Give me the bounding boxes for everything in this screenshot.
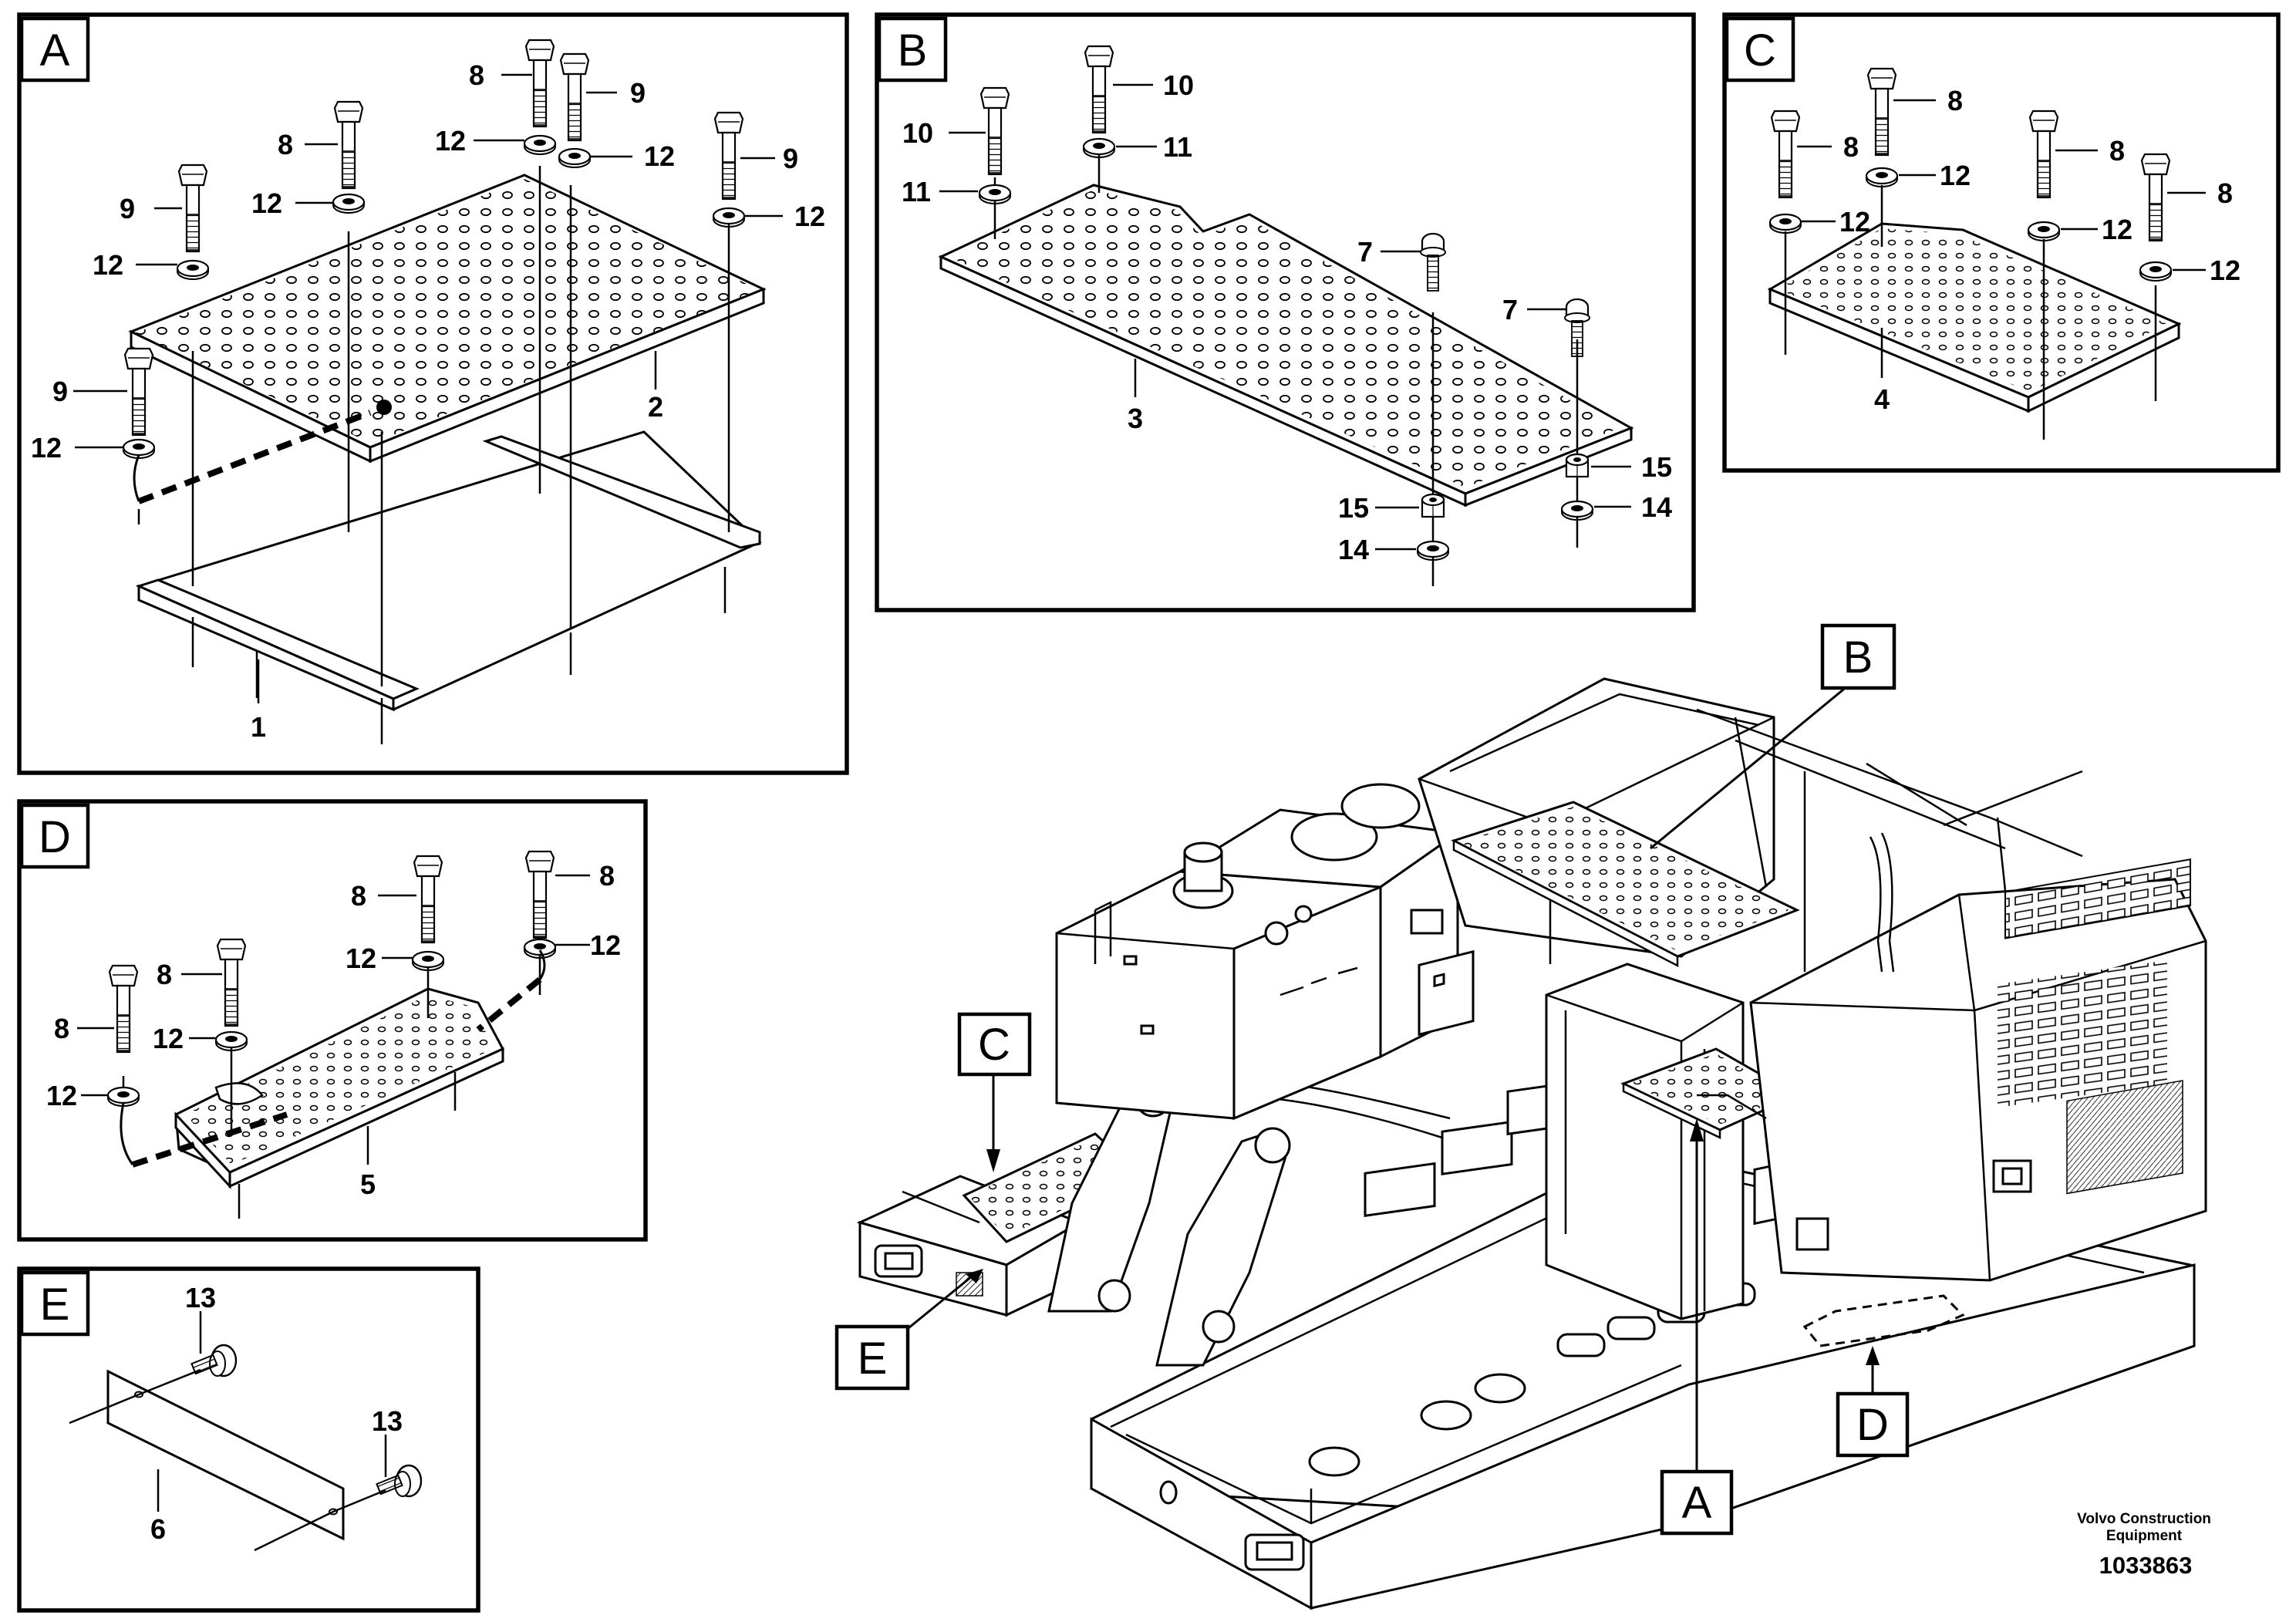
callout-b-9: 15: [1338, 492, 1369, 524]
button-screw-top: [190, 1344, 238, 1378]
frame-rails: [135, 430, 762, 744]
panel-a-frame: [17, 12, 849, 775]
callout-b-7: 3: [1128, 403, 1143, 434]
callout-a-9: 12: [251, 187, 282, 219]
company-name-line1: Volvo Construction: [2077, 1511, 2211, 1527]
callout-b-4: 11: [1163, 131, 1192, 163]
callout-c-9: 4: [1874, 383, 1890, 415]
callout-a-13: 2: [648, 391, 663, 423]
callout-a-8: 12: [794, 201, 825, 232]
panel-b-tag: [877, 16, 948, 83]
callout-b-1: 10: [902, 117, 933, 149]
callout-c-1: 8: [1843, 131, 1859, 163]
overview-plate-a: [1620, 1047, 1800, 1139]
overview-tag-c-box: [957, 1012, 1032, 1077]
panel-c-frame: [1722, 12, 2281, 473]
callout-d-9: 5: [360, 1168, 376, 1200]
callout-d-7: 12: [346, 943, 376, 974]
company-name-line2: Equipment: [2106, 1528, 2183, 1544]
callout-d-5: 12: [46, 1080, 77, 1111]
callout-b-6: 7: [1502, 294, 1518, 325]
callout-b-10: 14: [1641, 491, 1672, 523]
callout-a-14: 9: [52, 376, 68, 407]
callout-c-7: 12: [2102, 214, 2132, 245]
callout-a-3: 8: [469, 59, 484, 91]
callout-c-5: 12: [1839, 206, 1870, 238]
overview-tag-b-letter: B: [1843, 632, 1873, 683]
callout-e-2: 13: [372, 1405, 403, 1437]
overview-tag-a: A: [1660, 1118, 1734, 1536]
panel-c-letter: C: [1744, 25, 1776, 76]
panel-b-letter: B: [898, 25, 928, 76]
drawing-number: 1033863: [2099, 1552, 2193, 1579]
panel-e-tag: [19, 1270, 90, 1337]
callout-a-1: 9: [120, 193, 135, 224]
panel-a-tag: [19, 16, 90, 83]
callout-a-7: 9: [783, 143, 798, 174]
overview-tag-d-letter: D: [1856, 1400, 1889, 1450]
floor-plate-b: [938, 184, 1634, 508]
floor-plate-c: [1767, 222, 2182, 413]
callout-c-6: 12: [1940, 160, 1971, 191]
overview-tag-c: C: [957, 1012, 1032, 1172]
callout-e-1: 13: [185, 1282, 216, 1313]
panel-e-letter: E: [40, 1280, 70, 1330]
callout-b-5: 7: [1357, 236, 1373, 268]
overview-tag-a-letter: A: [1682, 1478, 1712, 1528]
panel-d: D 8 8: [17, 799, 648, 1242]
callout-d-2: 8: [157, 959, 172, 990]
callout-c-2: 8: [1947, 85, 1963, 116]
panel-c: C 8 8 8 8 12 12 12 1: [1722, 12, 2281, 473]
panel-d-tag: [19, 803, 90, 869]
excavator-upper-frame-overview: [856, 677, 2207, 1610]
callout-d-1: 8: [54, 1013, 69, 1044]
callout-c-4: 8: [2217, 177, 2233, 209]
callout-b-8: 15: [1641, 451, 1672, 483]
callout-e-3: 6: [150, 1513, 166, 1545]
panel-b-frame: [875, 12, 1696, 612]
panel-e: E 13 13 6: [17, 1266, 480, 1613]
callout-b-2: 10: [1163, 69, 1194, 101]
overview-tag-a-box: [1660, 1469, 1734, 1536]
panel-b: B 10 10 11 11: [875, 12, 1696, 612]
overview-tag-b-box: [1820, 623, 1896, 690]
callout-d-6: 12: [153, 1023, 184, 1054]
callout-d-3: 8: [351, 880, 366, 912]
callout-c-8: 12: [2210, 255, 2240, 286]
callout-a-6: 9: [630, 77, 646, 109]
overview-tag-d: D: [1836, 1346, 1910, 1458]
footer: Volvo Construction Equipment 1033863: [2077, 1511, 2211, 1579]
panel-c-tag: [1725, 16, 1795, 83]
overview-plate-b: [1451, 801, 1800, 968]
panel-d-letter: D: [39, 812, 71, 862]
overview-tag-d-box: [1836, 1391, 1910, 1458]
callout-d-8: 12: [590, 929, 621, 961]
callout-a-2: 8: [278, 129, 293, 160]
callout-a-5: 12: [644, 140, 675, 172]
callout-a-16: 1: [251, 711, 266, 743]
panel-a: A: [17, 12, 849, 775]
panel-a-letter: A: [40, 25, 70, 76]
callout-c-3: 8: [2109, 135, 2125, 167]
overview-tag-e-letter: E: [858, 1334, 888, 1384]
cover-plate-e: [106, 1369, 345, 1541]
callout-a-4: 12: [435, 125, 466, 157]
overview-tag-e-box: [834, 1324, 910, 1391]
button-screw-bottom: [376, 1464, 423, 1498]
overview-tag-c-letter: C: [978, 1020, 1010, 1070]
panel-e-frame: [17, 1266, 480, 1613]
overview-tag-e: E: [834, 1269, 983, 1391]
callout-a-11: 12: [31, 432, 62, 464]
callout-b-11: 14: [1338, 534, 1369, 565]
callout-a-10: 12: [93, 249, 123, 281]
panel-d-frame: [17, 799, 648, 1242]
callout-b-3: 11: [902, 176, 931, 207]
overview-tag-b: B: [1650, 623, 1896, 850]
callout-d-4: 8: [599, 860, 615, 892]
floor-plate-a: [128, 174, 767, 464]
